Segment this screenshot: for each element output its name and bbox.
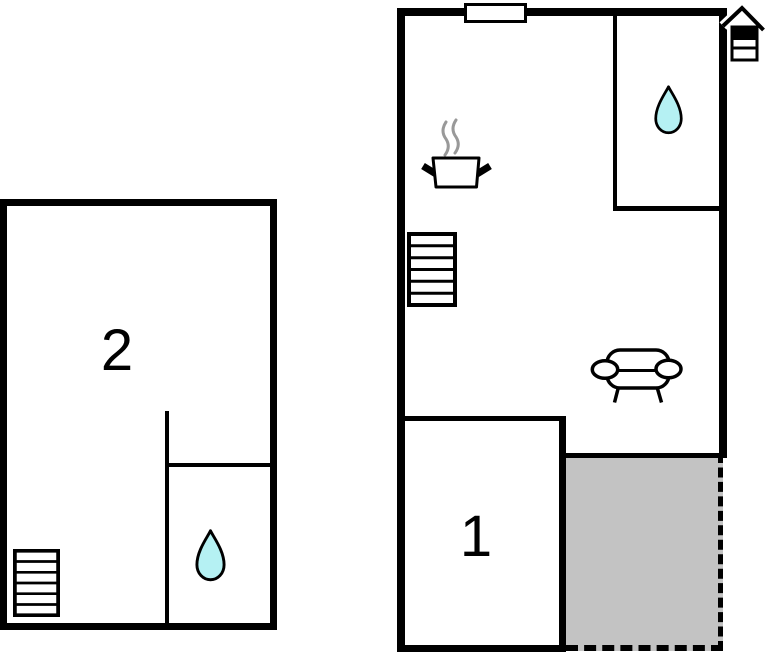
water-drop-icon: [654, 85, 683, 135]
lower-top-wall: [397, 8, 727, 16]
room-2-label: 2: [100, 318, 134, 383]
stairs-icon: [13, 549, 60, 617]
steam-icon: [451, 118, 460, 155]
water-drop-icon: [195, 529, 226, 582]
stove-pot-icon: [421, 118, 492, 189]
terrace-area: [566, 453, 723, 651]
window-marker: [464, 3, 527, 23]
sofa-icon: [590, 348, 683, 403]
lower-right-wall: [719, 8, 727, 458]
lower-bottom-wall: [397, 645, 564, 652]
room-1-partition-horizontal: [405, 416, 564, 421]
bathroom-partition-horizontal: [613, 206, 719, 211]
room-1-label: 1: [459, 504, 493, 569]
chimney-icon: [719, 4, 765, 62]
room-1-partition-vertical: [559, 416, 566, 652]
upper-unit-outline: [0, 199, 277, 630]
steam-icon: [441, 120, 450, 157]
stairs-icon: [407, 232, 457, 307]
upper-partition-horizontal: [167, 463, 270, 467]
lower-left-wall: [397, 8, 405, 652]
upper-partition-vertical: [165, 411, 169, 623]
bathroom-partition-vertical: [613, 16, 617, 211]
